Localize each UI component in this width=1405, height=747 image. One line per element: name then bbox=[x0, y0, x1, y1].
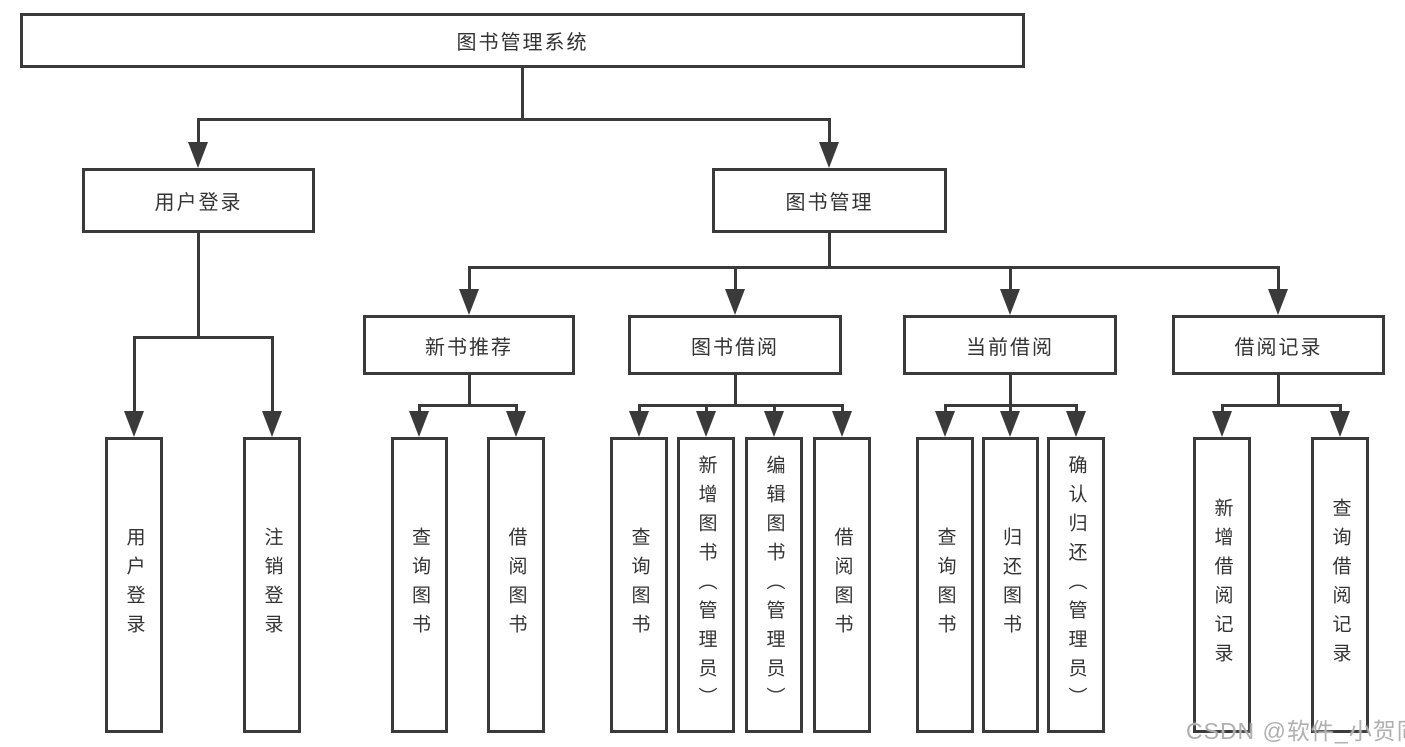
leaf-current-query-books-label: 查询图书 bbox=[934, 527, 956, 643]
node-borrowing-records-label: 借阅记录 bbox=[1234, 336, 1323, 359]
connector-bar-user-login bbox=[133, 336, 274, 339]
leaf-recommend-borrow-books: 借阅图书 bbox=[487, 437, 545, 733]
connector-drop bbox=[1075, 404, 1078, 416]
node-current-borrowing-label: 当前借阅 bbox=[966, 336, 1054, 359]
connector-stem-user-login bbox=[197, 233, 200, 336]
leaf-borrowing-add-books-admin-label: 新增图书（管理员） bbox=[695, 454, 717, 716]
node-book-borrowing-label: 图书借阅 bbox=[691, 336, 779, 359]
connector-drop bbox=[1009, 404, 1012, 416]
arrow-down-icon bbox=[124, 411, 144, 437]
connector-drop bbox=[841, 404, 844, 416]
connector-stem-current bbox=[1009, 375, 1012, 404]
arrow-down-icon bbox=[696, 411, 716, 437]
leaf-current-confirm-return-admin: 确认归还（管理员） bbox=[1047, 437, 1105, 733]
leaf-borrowing-query-books-label: 查询图书 bbox=[628, 527, 650, 643]
connector-bar-level2 bbox=[197, 118, 831, 121]
leaf-recommend-query-books-label: 查询图书 bbox=[409, 527, 430, 643]
leaf-records-add-record-label: 新增借阅记录 bbox=[1211, 498, 1233, 672]
arrow-down-icon bbox=[935, 411, 955, 437]
connector-drop bbox=[271, 336, 274, 416]
arrow-down-icon bbox=[1330, 411, 1350, 437]
node-borrowing-records: 借阅记录 bbox=[1172, 315, 1385, 375]
connector-drop bbox=[418, 404, 421, 416]
leaf-current-confirm-return-admin-label: 确认归还（管理员） bbox=[1065, 454, 1087, 716]
connector-drop bbox=[705, 404, 708, 416]
leaf-records-query-record: 查询借阅记录 bbox=[1311, 437, 1369, 733]
arrow-down-icon bbox=[725, 289, 745, 315]
arrow-down-icon bbox=[1000, 411, 1020, 437]
node-current-borrowing: 当前借阅 bbox=[903, 315, 1117, 375]
arrow-down-icon bbox=[459, 289, 479, 315]
node-book-management: 图书管理 bbox=[712, 168, 947, 233]
node-user-login-label: 用户登录 bbox=[154, 192, 243, 214]
node-book-borrowing: 图书借阅 bbox=[628, 315, 842, 375]
arrow-down-icon bbox=[506, 411, 526, 437]
connector-stem-book-management bbox=[828, 233, 831, 266]
connector-drop bbox=[515, 404, 518, 416]
node-root: 图书管理系统 bbox=[20, 13, 1025, 68]
leaf-borrowing-edit-books-admin: 编辑图书（管理员） bbox=[745, 437, 803, 733]
arrow-down-icon bbox=[409, 411, 429, 437]
leaf-borrowing-borrow-books-label: 借阅图书 bbox=[831, 527, 853, 643]
leaf-logout-label: 注销登录 bbox=[261, 527, 283, 643]
leaf-records-add-record: 新增借阅记录 bbox=[1193, 437, 1251, 733]
connector-drop bbox=[1221, 404, 1224, 416]
connector-drop bbox=[1339, 404, 1342, 416]
connector-bar-recommend bbox=[418, 404, 518, 407]
connector-drop bbox=[197, 118, 200, 148]
arrow-down-icon bbox=[832, 411, 852, 437]
node-book-management-label: 图书管理 bbox=[785, 192, 874, 214]
arrow-down-icon bbox=[1000, 289, 1020, 315]
connector-drop bbox=[468, 266, 471, 294]
arrow-down-icon bbox=[764, 411, 784, 437]
connector-drop bbox=[638, 404, 641, 416]
leaf-borrowing-borrow-books: 借阅图书 bbox=[813, 437, 871, 733]
watermark: CSDN @软件_小贺同学 bbox=[1186, 718, 1405, 744]
connector-stem-borrowing bbox=[734, 375, 737, 404]
arrow-down-icon bbox=[188, 142, 208, 168]
connector-drop bbox=[1277, 266, 1280, 294]
connector-stem-records bbox=[1277, 375, 1280, 404]
arrow-down-icon bbox=[629, 411, 649, 437]
arrow-down-icon bbox=[1212, 411, 1232, 437]
arrow-down-icon bbox=[262, 411, 282, 437]
leaf-borrowing-query-books: 查询图书 bbox=[610, 437, 668, 733]
leaf-user-login: 用户登录 bbox=[105, 437, 163, 733]
leaf-records-query-record-label: 查询借阅记录 bbox=[1329, 498, 1351, 672]
connector-drop bbox=[828, 118, 831, 148]
leaf-recommend-query-books: 查询图书 bbox=[391, 437, 448, 733]
arrow-down-icon bbox=[1268, 289, 1288, 315]
connector-stem-root bbox=[521, 68, 524, 118]
node-new-book-recommend-label: 新书推荐 bbox=[425, 336, 513, 359]
leaf-current-return-books: 归还图书 bbox=[982, 437, 1039, 733]
arrow-down-icon bbox=[819, 142, 839, 168]
leaf-current-return-books-label: 归还图书 bbox=[1000, 527, 1021, 643]
connector-drop bbox=[773, 404, 776, 416]
leaf-borrowing-add-books-admin: 新增图书（管理员） bbox=[677, 437, 735, 733]
connector-bar-records bbox=[1221, 404, 1341, 407]
leaf-user-login-label: 用户登录 bbox=[123, 527, 145, 643]
node-user-login: 用户登录 bbox=[82, 168, 315, 233]
connector-drop bbox=[944, 404, 947, 416]
leaf-logout: 注销登录 bbox=[243, 437, 301, 733]
node-new-book-recommend: 新书推荐 bbox=[363, 315, 575, 375]
arrow-down-icon bbox=[1066, 411, 1086, 437]
connector-bar-level3 bbox=[468, 266, 1280, 269]
leaf-borrowing-edit-books-admin-label: 编辑图书（管理员） bbox=[763, 454, 785, 716]
connector-drop bbox=[133, 336, 136, 416]
connector-bar-borrowing bbox=[638, 404, 844, 407]
connector-drop bbox=[734, 266, 737, 294]
connector-drop bbox=[1009, 266, 1012, 294]
node-root-label: 图书管理系统 bbox=[456, 32, 589, 54]
leaf-current-query-books: 查询图书 bbox=[916, 437, 974, 733]
leaf-recommend-borrow-books-label: 借阅图书 bbox=[505, 527, 527, 643]
connector-stem-recommend bbox=[468, 375, 471, 404]
